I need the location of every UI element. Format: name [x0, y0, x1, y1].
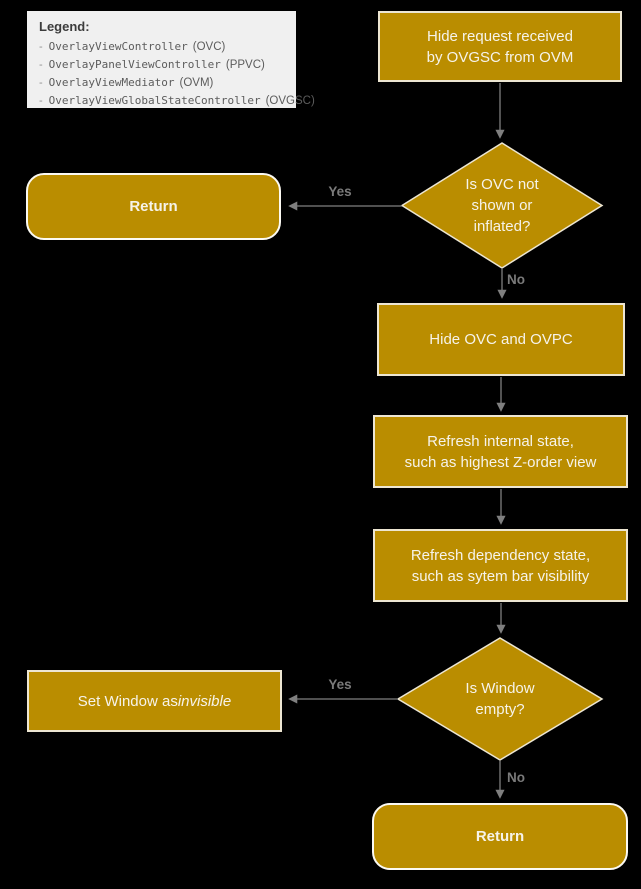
node-start: Hide request received by OVGSC from OVM [378, 11, 622, 82]
legend-item-name: OverlayPanelViewController [48, 58, 221, 71]
legend-item-name: OverlayViewMediator [48, 76, 175, 89]
node-refresh-internal: Refresh internal state, such as highest … [373, 415, 628, 488]
legend-item-name: OverlayViewGlobalStateController [48, 94, 261, 107]
edge-label-decision-window-no: No [507, 770, 525, 785]
legend-item-abbr: (OVC) [192, 41, 226, 53]
legend-item-abbr: (OVGSC) [265, 95, 315, 107]
legend-bullet: - [39, 95, 43, 107]
node-set-window-invisible: Set Window as invisible [27, 670, 282, 732]
legend-item: - OverlayPanelViewController (PPVC) [39, 56, 284, 74]
node-return-top: Return [26, 173, 281, 240]
legend-bullet: - [39, 59, 43, 71]
node-hide-ovc: Hide OVC and OVPC [377, 303, 625, 376]
legend-item-abbr: (PPVC) [225, 59, 265, 71]
node-refresh-dependency: Refresh dependency state, such as sytem … [373, 529, 628, 602]
set-window-text: Set Window as [77, 692, 178, 710]
decision-window-diamond-shape [396, 637, 604, 761]
node-return-bottom: Return [372, 803, 628, 870]
set-window-emphasis: invisible [177, 692, 232, 710]
legend-item: - OverlayViewGlobalStateController (OVGS… [39, 92, 315, 110]
legend-item: - OverlayViewMediator (OVM) [39, 74, 284, 92]
edge-label-decision-window-yes: Yes [328, 677, 352, 692]
edge-label-decision-ovc-yes: Yes [328, 184, 352, 199]
decision-ovc-diamond-shape [400, 142, 604, 269]
legend-bullet: - [39, 77, 43, 89]
legend-bullet: - [39, 41, 43, 53]
legend-item-abbr: (OVM) [179, 77, 214, 89]
legend-item: - OverlayViewController (OVC) [39, 38, 284, 56]
edge-label-decision-ovc-no: No [507, 272, 525, 287]
legend-item-name: OverlayViewController [48, 40, 188, 53]
legend-panel: Legend: - OverlayViewController (OVC) - … [27, 11, 315, 110]
legend-title: Legend: [39, 19, 90, 34]
